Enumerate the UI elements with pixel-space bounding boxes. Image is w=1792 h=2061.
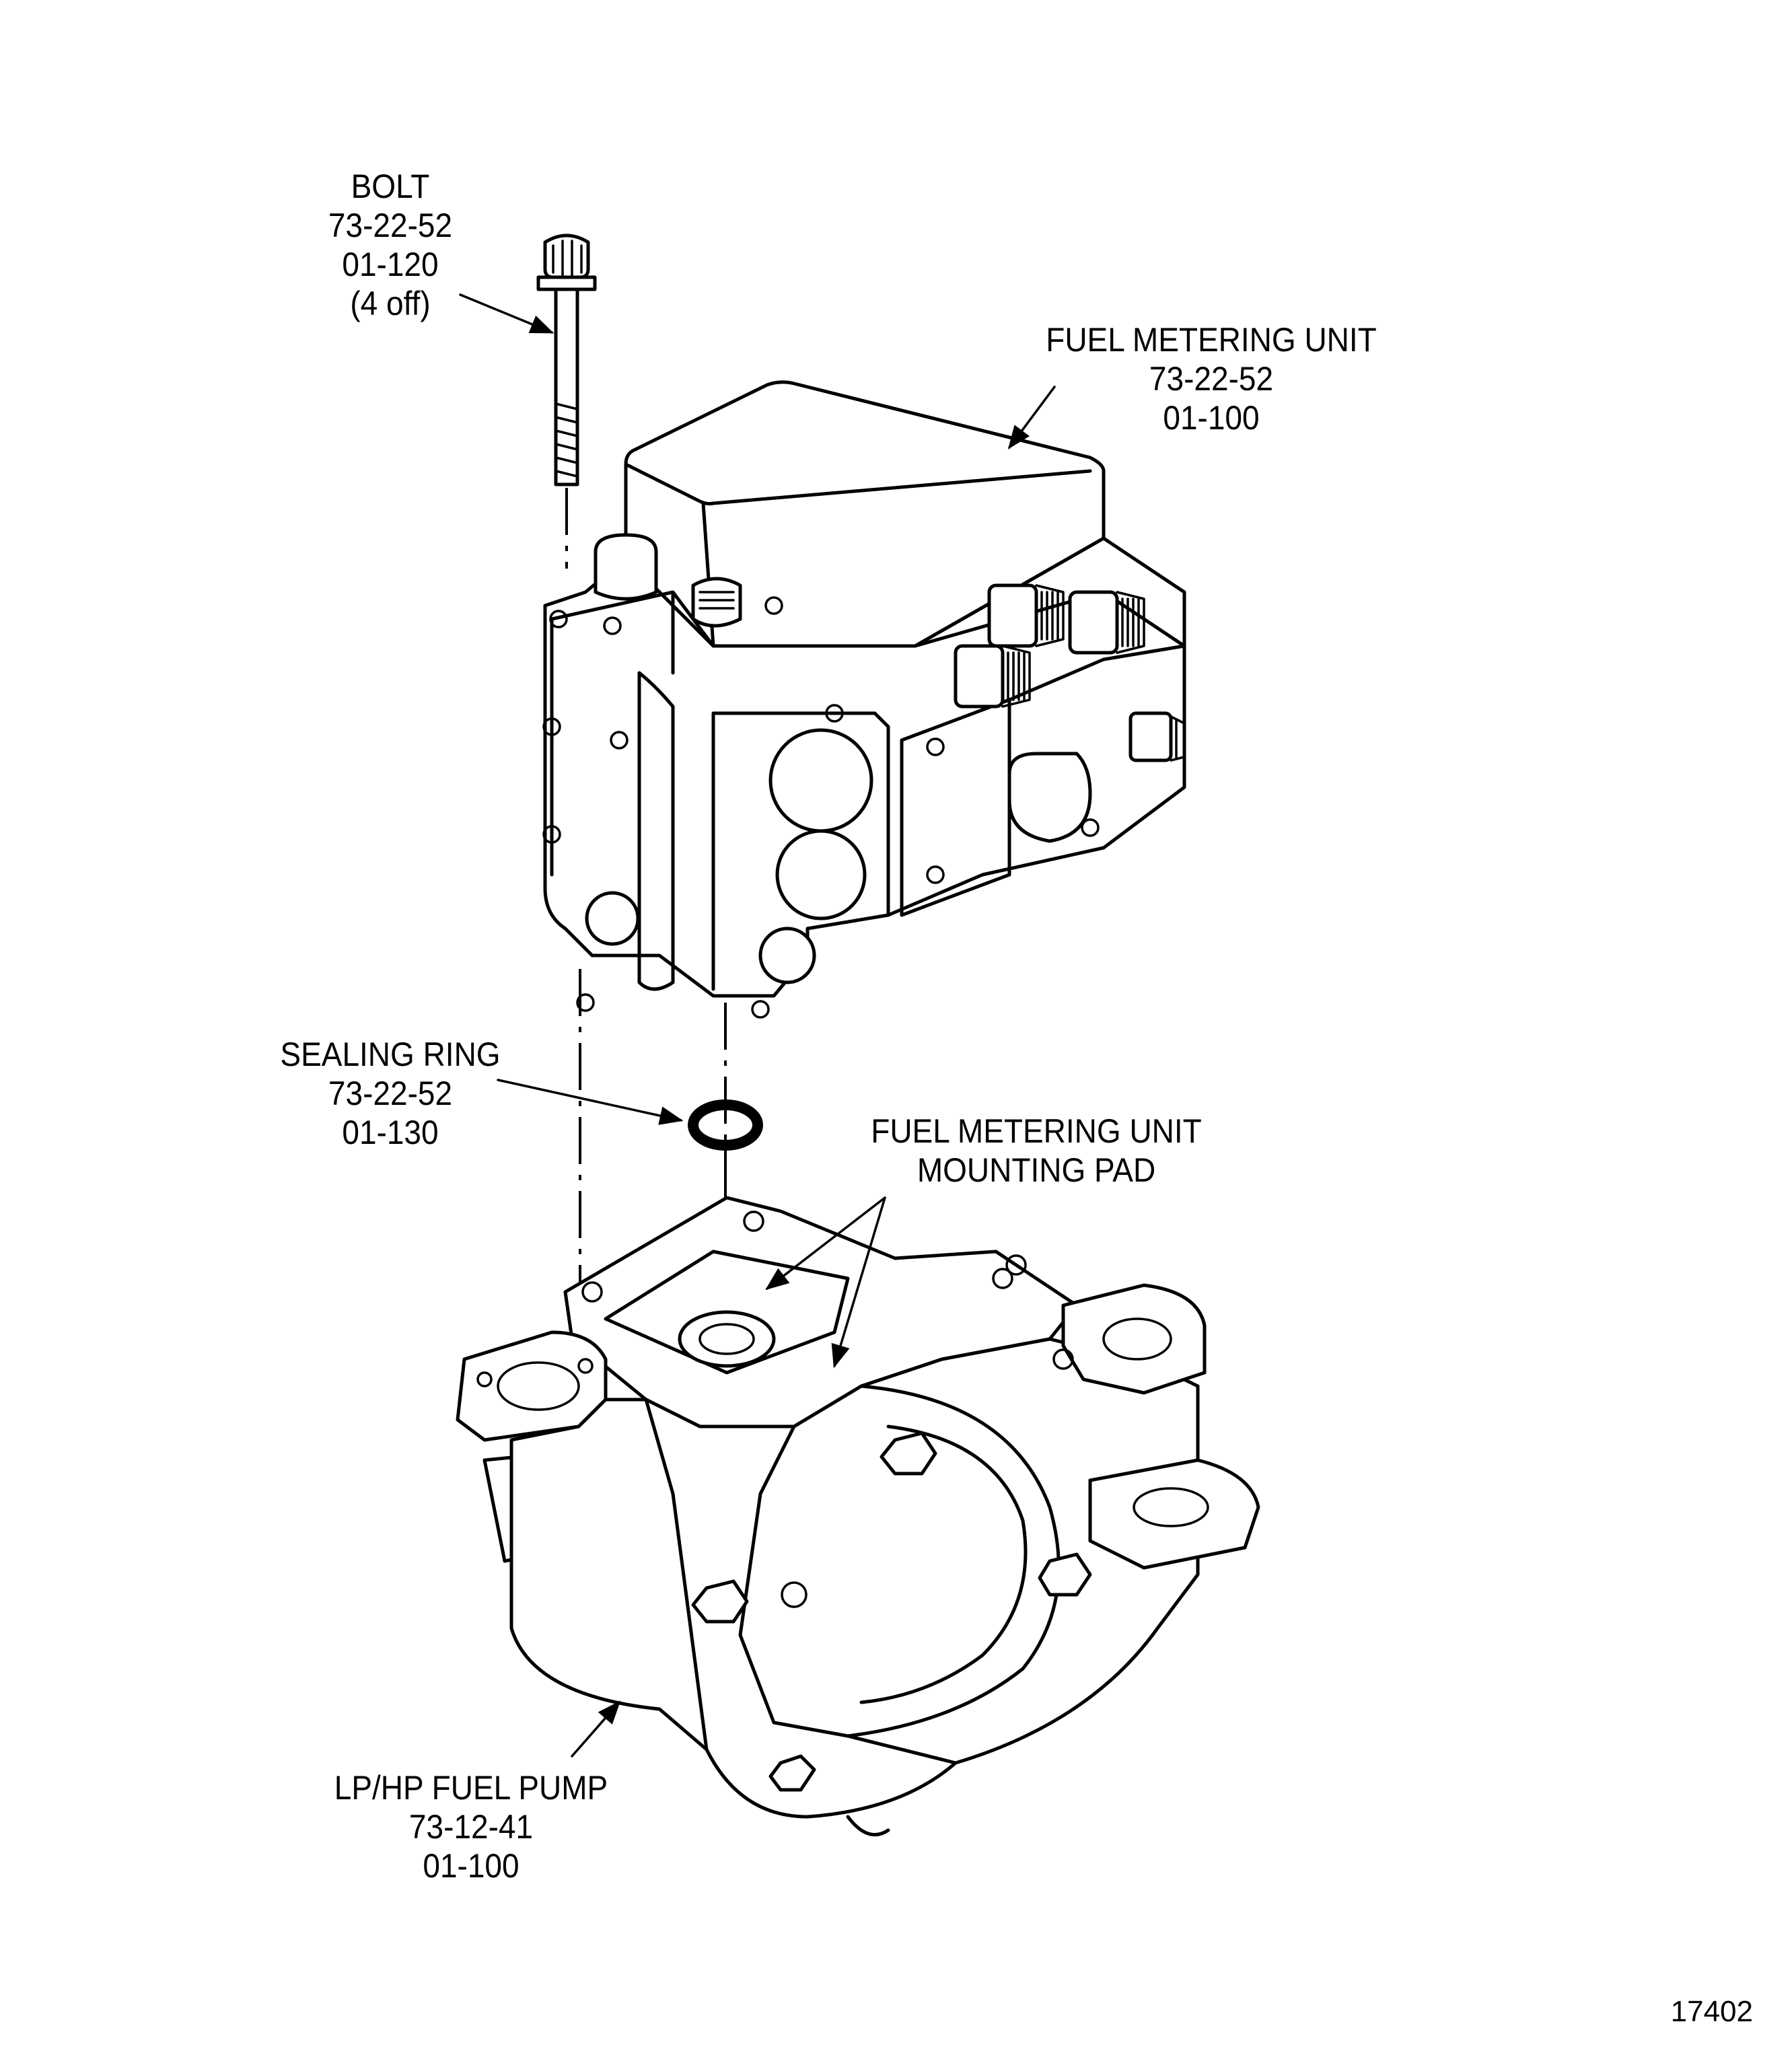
callout-item: 01-130 [342,1114,439,1151]
pump-leader [571,1700,621,1758]
ring-leader [497,1079,684,1125]
figure-number: 17402 [1670,1995,1753,2028]
callout-qty: (4 off) [350,285,431,322]
callout-ref: 73-22-52 [328,207,453,244]
fuel-metering-unit-part[interactable] [542,380,1186,1019]
electrical-connector [954,583,1186,843]
fuel-metering-unit-callout: FUEL METERING UNIT 73-22-52 01-100 [989,320,1434,437]
callout-title: BOLT [351,168,430,205]
fmu-leader [1007,386,1056,449]
callout-title: LP/HP FUEL PUMP [334,1769,608,1807]
pad-leader-1 [765,1196,886,1291]
callout-title: SEALING RING [280,1036,501,1073]
fuel-pump-callout: LP/HP FUEL PUMP 73-12-41 01-100 [285,1768,657,1885]
callout-ref: 73-22-52 [1149,360,1274,398]
bolt-axis-line [565,488,581,1319]
bolt-leader [459,293,554,334]
sealing-ring-part[interactable] [688,1099,763,1151]
callout-subtitle: MOUNTING PAD [917,1151,1156,1189]
callout-item: 01-120 [342,246,439,283]
mounting-pad-callout: FUEL METERING UNIT MOUNTING PAD [814,1112,1259,1190]
bolt-callout: BOLT 73-22-52 01-120 (4 off) [291,167,489,323]
callout-ref: 73-12-41 [408,1808,534,1846]
sealing-ring-callout: SEALING RING 73-22-52 01-130 [242,1035,539,1152]
callout-title: FUEL METERING UNIT [1046,321,1377,359]
mounting-bolt-heads [542,596,1100,1019]
callout-ref: 73-22-52 [328,1075,453,1112]
pad-leader-2 [831,1196,886,1369]
leader-arrows [459,293,1056,1758]
fuel-pump-part[interactable] [456,1196,1260,1837]
callout-item: 01-100 [423,1847,519,1885]
callout-title: FUEL METERING UNIT [871,1112,1202,1150]
bolt-part[interactable] [536,233,597,486]
callout-item: 01-100 [1163,399,1260,437]
